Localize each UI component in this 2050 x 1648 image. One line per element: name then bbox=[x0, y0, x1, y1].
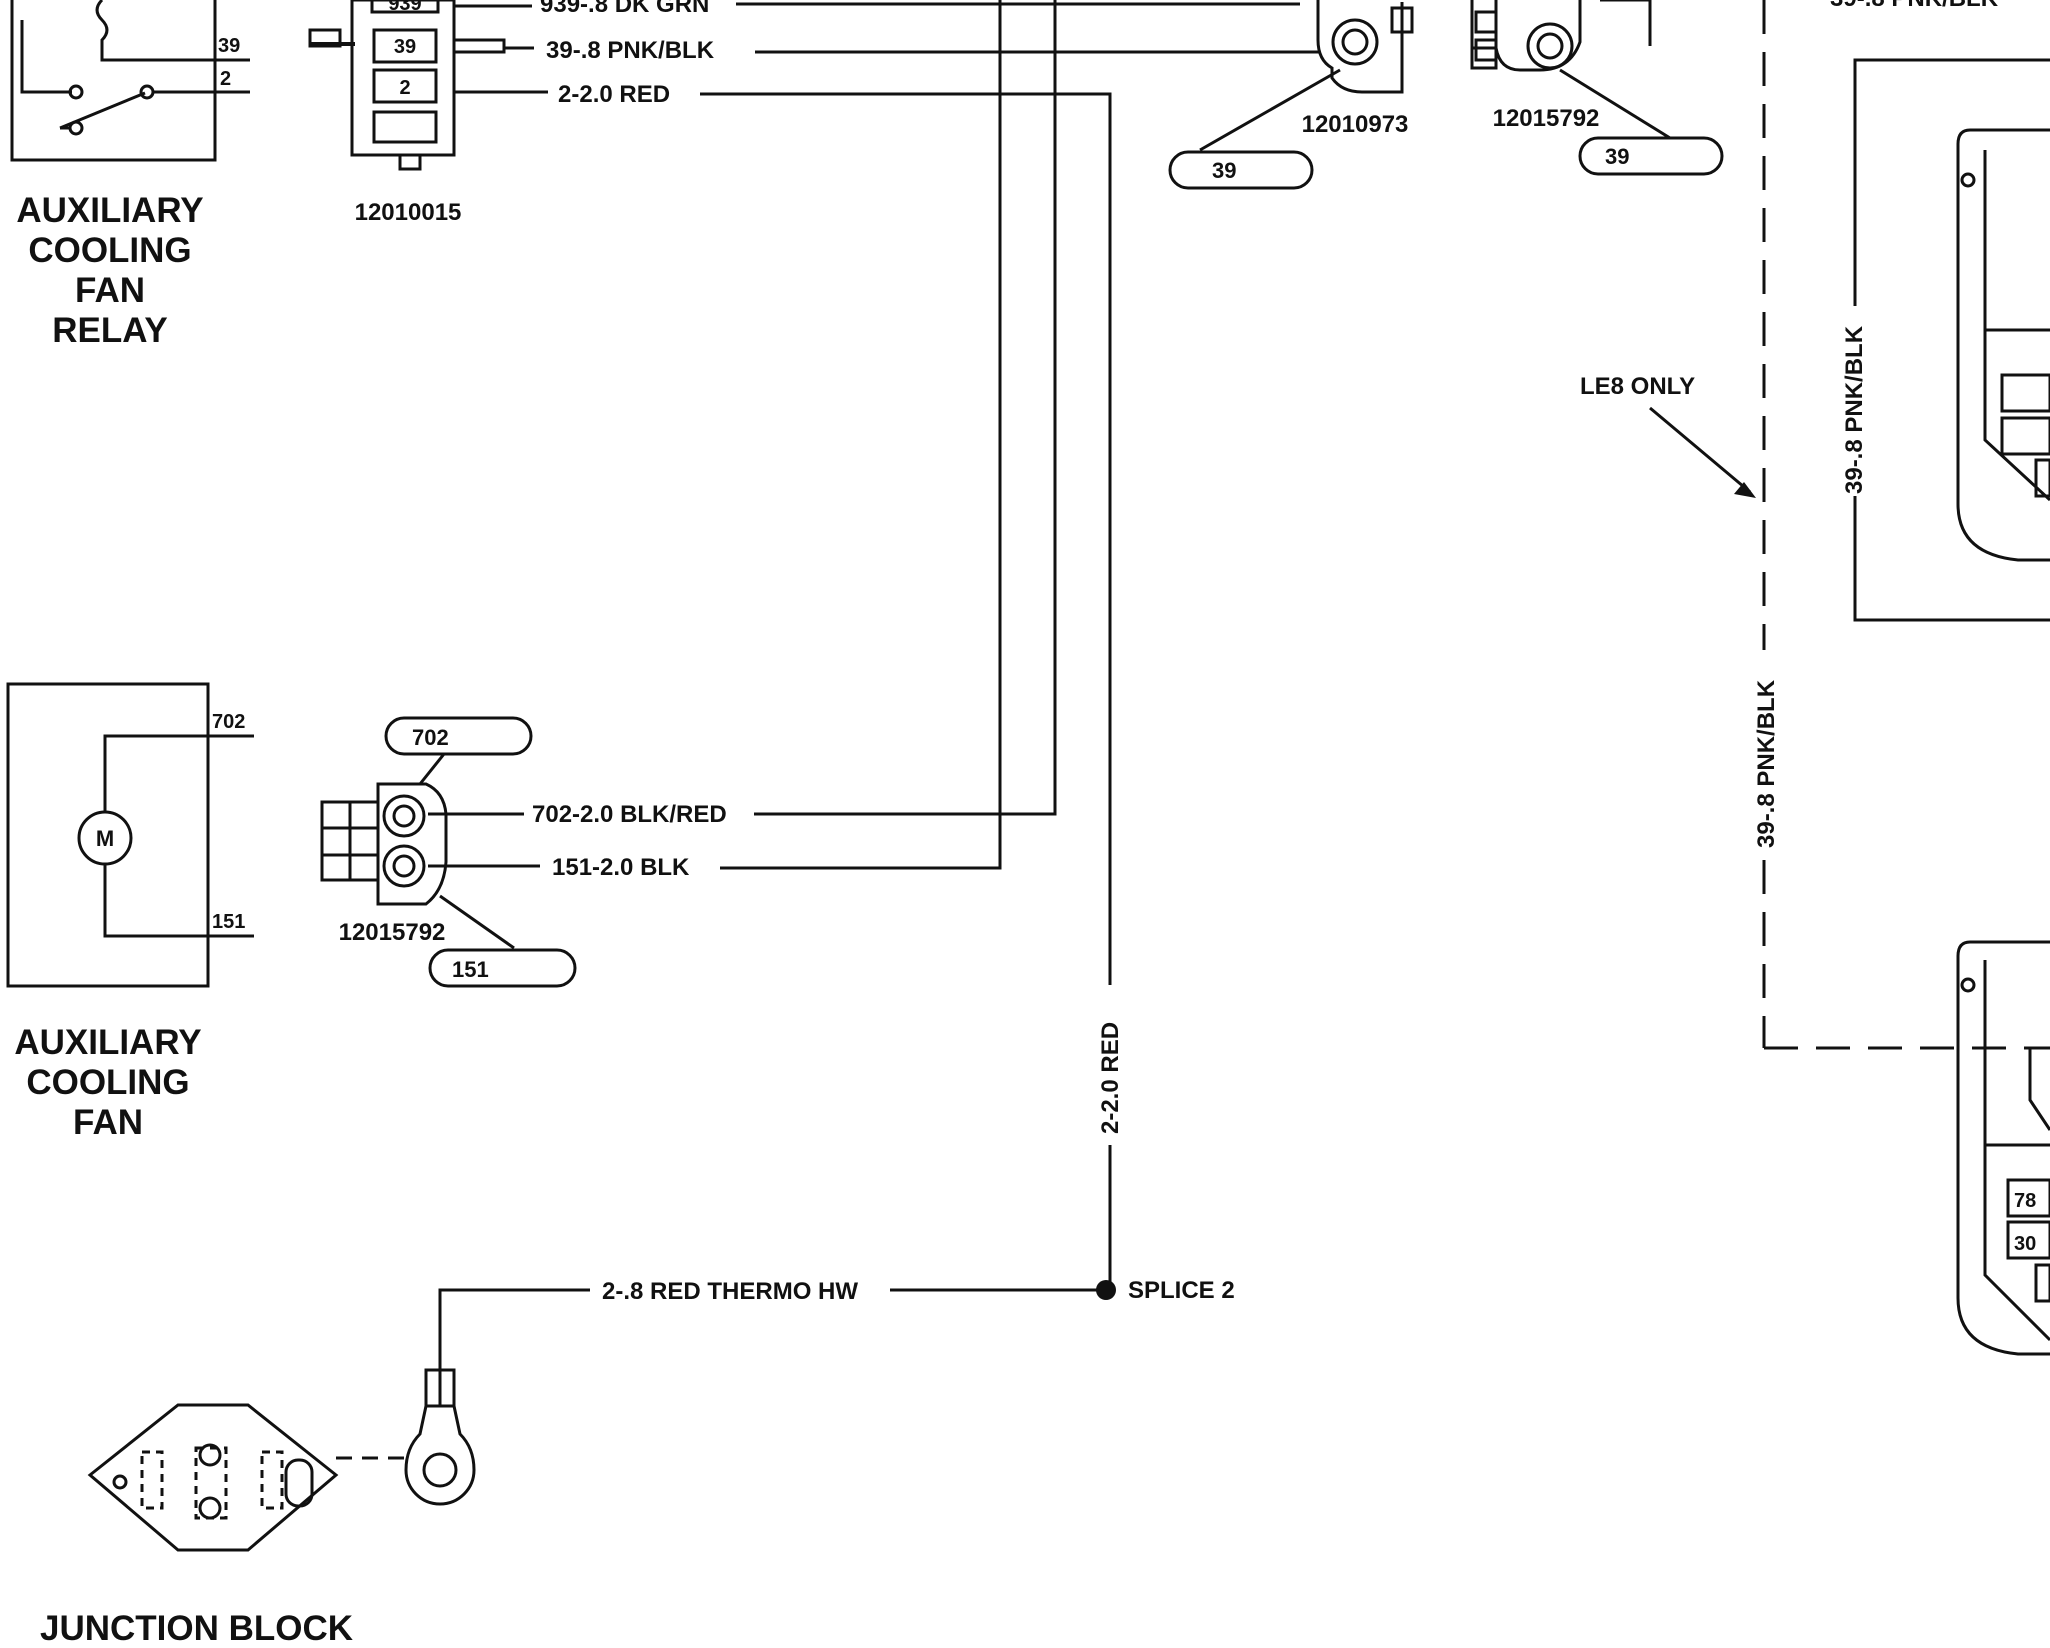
relay-pin-2: 2 bbox=[220, 68, 231, 90]
relay-cavity-2: 2 bbox=[399, 77, 410, 99]
fan-wire-labels: 702-2.0 BLK/RED 151-2.0 BLK bbox=[532, 801, 727, 881]
connector-12015792-top-part-number: 12015792 bbox=[1493, 105, 1600, 132]
connector-12010973-part-number: 12010973 bbox=[1302, 111, 1409, 138]
ring-terminal bbox=[404, 1368, 476, 1506]
connector-12010973: 12010973 39 bbox=[1168, 0, 1414, 190]
relay-title: AUXILIARY COOLING FAN RELAY bbox=[16, 191, 203, 350]
relay-cavity-939: 939 bbox=[388, 0, 421, 15]
wire-label-39-pnk-blk-top: 39-.8 PNK/BLK bbox=[1830, 0, 1999, 12]
connector-12015792-top: 12015792 39 bbox=[1470, 0, 1724, 176]
auxiliary-cooling-fan-relay: 39 2 bbox=[10, 0, 250, 162]
wire-label-39-pnk-blk-dashed: 39-.8 PNK/BLK bbox=[1753, 679, 1780, 848]
fan-connector-tag-151: 151 bbox=[452, 957, 489, 982]
fan-title: AUXILIARY COOLING FAN bbox=[14, 1023, 201, 1142]
wire-label-2-red-thermo: 2-.8 RED THERMO HW bbox=[602, 1278, 858, 1305]
fan-connector: 702 12015792 151 bbox=[320, 716, 577, 988]
relay-wires: 939-.8 DK GRN 39-.8 PNK/BLK 2-2.0 RED bbox=[454, 0, 1320, 985]
wire-label-2-red-vertical: 2-2.0 RED bbox=[1097, 1022, 1124, 1134]
splice-dot bbox=[1096, 1280, 1116, 1300]
connector-12010973-tag: 39 bbox=[1212, 158, 1236, 183]
wire-label-151-blk: 151-2.0 BLK bbox=[552, 854, 690, 881]
wire-label-939-dk-grn: 939-.8 DK GRN bbox=[540, 0, 709, 18]
junction-block-title: JUNCTION BLOCK bbox=[40, 1609, 353, 1648]
red-feed-wire: 2-2.0 RED bbox=[1094, 995, 1126, 1290]
fan-pin-151: 151 bbox=[212, 911, 245, 933]
relay-pin-39: 39 bbox=[218, 35, 240, 57]
fan-title-line-1: AUXILIARY bbox=[14, 1023, 201, 1062]
motor-symbol bbox=[77, 810, 133, 866]
wire-label-39-pnk-blk: 39-.8 PNK/BLK bbox=[546, 37, 715, 64]
fan-connector-part-number: 12015792 bbox=[339, 919, 446, 946]
fuse-cavity-30: 30 bbox=[2014, 1233, 2036, 1255]
relay-title-line-3: FAN bbox=[75, 271, 145, 310]
relay-connector-part-number: 12010015 bbox=[355, 199, 462, 226]
le8-only-note: LE8 ONLY bbox=[1580, 373, 1695, 400]
wire-label-39-pnk-blk-right: 39-.8 PNK/BLK bbox=[1841, 325, 1868, 494]
wire-label-702-blk-red: 702-2.0 BLK/RED bbox=[532, 801, 727, 828]
fan-connector-tag-702: 702 bbox=[412, 725, 449, 750]
fuse-block-lower: 78 30 bbox=[1956, 940, 2050, 1356]
fan-title-line-3: FAN bbox=[73, 1103, 143, 1142]
le8-dashed-wire: 39-.8 PNK/BLK LE8 ONLY bbox=[1580, 0, 2050, 1050]
fan-pin-702: 702 bbox=[212, 711, 245, 733]
fuse-cavity-78: 78 bbox=[2014, 1190, 2036, 1212]
auxiliary-cooling-fan: M 702 151 bbox=[6, 682, 254, 988]
motor-symbol-label: M bbox=[96, 826, 114, 851]
relay-title-line-2: COOLING bbox=[28, 231, 191, 270]
wire-label-2-red: 2-2.0 RED bbox=[558, 81, 670, 108]
trunk-wires bbox=[720, 0, 1057, 870]
splice-label: SPLICE 2 bbox=[1128, 1277, 1235, 1304]
splice-2: SPLICE 2 2-.8 RED THERMO HW bbox=[438, 1277, 1235, 1370]
fan-title-line-2: COOLING bbox=[26, 1063, 189, 1102]
relay-connector: 939 39 2 12010015 bbox=[308, 0, 506, 226]
relay-title-line-1: AUXILIARY bbox=[16, 191, 203, 230]
relay-cavity-39: 39 bbox=[394, 36, 416, 58]
junction-block: JUNCTION BLOCK bbox=[40, 1403, 404, 1648]
fuse-block-upper: 39-.8 PNK/BLK 39-.8 PNK/BLK bbox=[1830, 0, 2050, 622]
connector-12015792-top-tag: 39 bbox=[1605, 144, 1629, 169]
relay-title-line-4: RELAY bbox=[52, 311, 167, 350]
